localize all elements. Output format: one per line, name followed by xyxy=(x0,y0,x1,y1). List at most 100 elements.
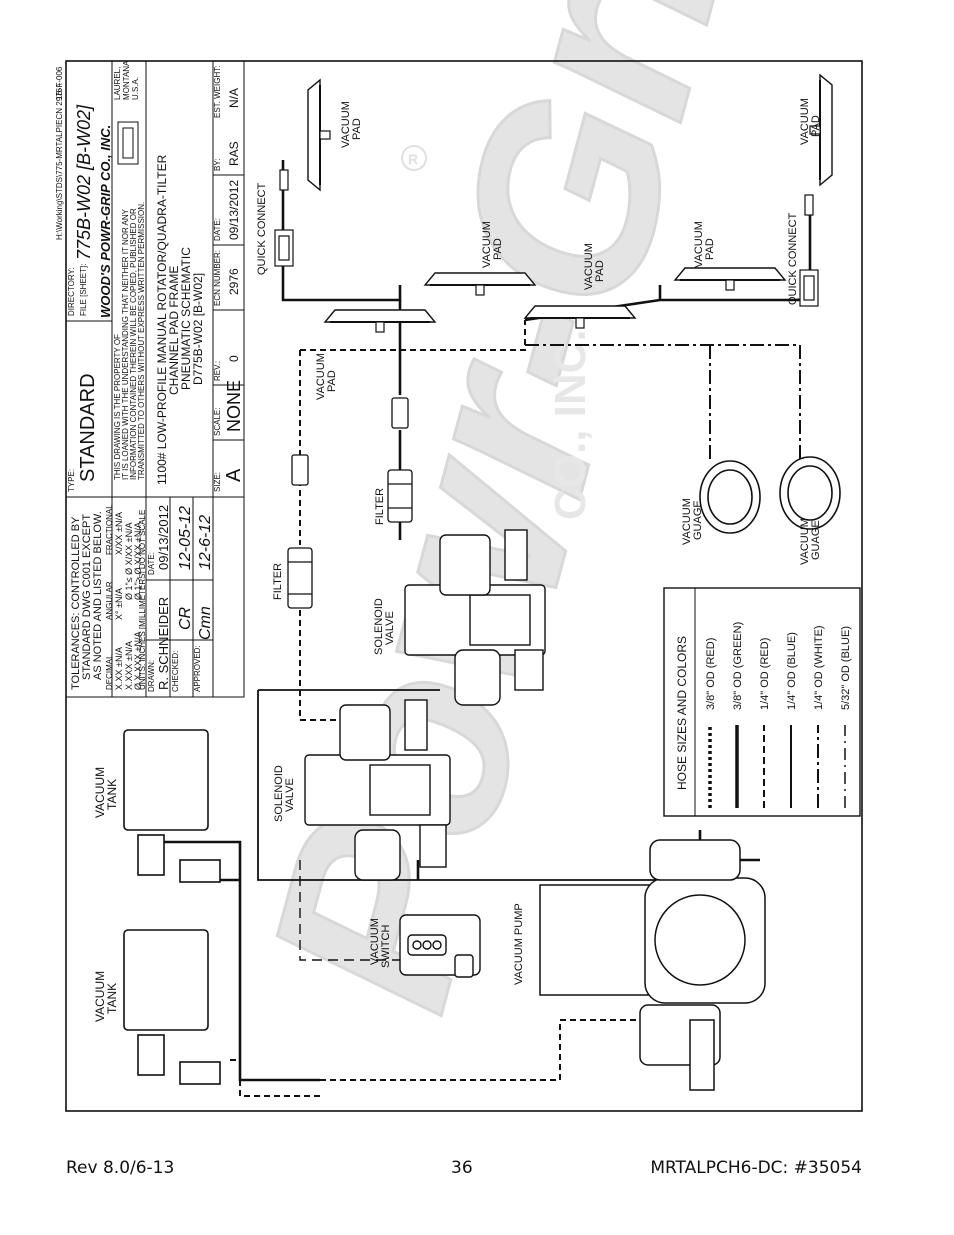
label-vacuum-gauge: GUAGE xyxy=(692,500,704,540)
file-path-text: H:\Working\STDS\775-MRTALPIECN 2976 \ xyxy=(55,83,64,240)
hose-legend: HOSE SIZES AND COLORS 3/8" OD (RED) 3/8"… xyxy=(663,587,861,817)
label-vacuum-pad: VACUUM xyxy=(799,98,811,145)
legend-title: HOSE SIZES AND COLORS xyxy=(675,636,689,790)
label-solenoid-valve: SOLENOID xyxy=(373,598,385,655)
size-value: A xyxy=(223,468,245,482)
tol-cell: Ø 1"≤ Ø X/XX ±N/A xyxy=(124,522,134,600)
label-vacuum-pad: VACUUM xyxy=(315,353,327,400)
label-vacuum-pad: PAD xyxy=(492,238,504,260)
property-note: TRANSMITTED TO OTHERS WITHOUT EXPRESS WR… xyxy=(137,202,146,480)
vacuum-pump xyxy=(539,839,766,1091)
property-note: THIS DRAWING IS THE PROPERTY OF xyxy=(113,334,122,480)
vacuum-pad xyxy=(307,79,331,191)
label-vacuum-pad: VACUUM xyxy=(481,221,493,268)
by-label: BY: xyxy=(213,159,222,171)
tol-cell: X.XX ±N/A xyxy=(114,647,124,690)
component-labels: VACUUM PAD VACUUM PAD VACUUM PAD VACUUM … xyxy=(93,98,822,1022)
approved-label: APPROVED: xyxy=(193,645,202,692)
label-vacuum-pad: VACUUM xyxy=(693,221,705,268)
date-label: DATE: xyxy=(147,552,156,575)
file-label: FILE [SHEET]: xyxy=(79,264,88,316)
by-value: RAS xyxy=(227,141,241,166)
label-filter: FILTER xyxy=(272,563,284,600)
approved-signature: Cmn xyxy=(197,606,214,640)
legend-samples xyxy=(708,725,846,808)
company-name: WOOD'S POWR-GRIP CO., INC. xyxy=(98,125,113,318)
location-line: U.S.A. xyxy=(131,77,140,100)
property-note: INFORMATION CONTAINED THEREIN WILL BE CO… xyxy=(129,208,138,480)
label-vacuum-switch: SWITCH xyxy=(380,925,392,968)
vacuum-switch xyxy=(399,914,481,978)
tol-header-fractional: FRACTIONAL xyxy=(105,504,114,555)
legend-item-label: 1/4" OD (BLUE) xyxy=(786,632,798,710)
title-block xyxy=(65,60,245,698)
type-value: STANDARD xyxy=(77,373,99,482)
directory-label: DIRECTORY: xyxy=(67,267,76,316)
property-note: IT IS LOANED WITH THE UNDERSTANDING THAT… xyxy=(121,208,130,480)
label-vacuum-pad: PAD xyxy=(810,115,822,137)
tol-header-angular: ANGULAR xyxy=(105,581,114,620)
drawn-label: DRAWN: xyxy=(147,660,156,692)
drawing-title-line-1: 1100# LOW-PROFILE MANUAL ROTATOR/QUADRA-… xyxy=(155,154,169,485)
location-line: MONTANA xyxy=(122,60,131,100)
page-number: 36 xyxy=(451,1158,473,1178)
quick-connect xyxy=(274,169,819,307)
approved-date: 12-6-12 xyxy=(197,515,214,570)
page-footer: Rev 8.0/6-13 36 MRTALPCH6-DC: #35054 xyxy=(0,1150,954,1190)
label-vacuum-tank: TANK xyxy=(105,983,119,1014)
solenoid-valve xyxy=(404,529,546,706)
label-vacuum-gauge: VACUUM xyxy=(799,518,811,565)
ecn-value: 2976 xyxy=(227,268,241,295)
ecn-label: ECN NUMBER: xyxy=(213,250,222,306)
tol-cell: X/XX ±N/A xyxy=(114,512,124,555)
location-line: LAUREL, xyxy=(113,67,122,100)
tol-cell: Ø 1"> Ø X/XX ±N/A xyxy=(133,522,143,600)
scale-value: NONE xyxy=(224,380,244,432)
units-note: UNITS: INCHES [MILLIMETERS] DO NOT SCALE xyxy=(138,510,147,690)
label-filter: FILTER xyxy=(374,488,386,525)
label-vacuum-tank: VACUUM xyxy=(93,971,107,1022)
solenoid-valve xyxy=(304,699,451,881)
sheet-id-text: 1B-F-006 xyxy=(55,66,64,100)
label-vacuum-switch: VACUUM xyxy=(369,918,381,965)
checked-signature: CR xyxy=(177,606,194,630)
legend-item-label: 1/4" OD (WHITE) xyxy=(813,625,825,710)
label-solenoid-valve: VALVE xyxy=(384,611,396,645)
type-label: TYPE: xyxy=(67,469,76,492)
checked-date: 12-05-12 xyxy=(177,506,194,570)
label-vacuum-pad: VACUUM xyxy=(340,101,352,148)
vacuum-gauge xyxy=(699,456,841,534)
label-vacuum-tank: VACUUM xyxy=(93,767,107,818)
date2-value: 09/13/2012 xyxy=(227,180,241,240)
label-quick-connect: QUICK CONNECT xyxy=(256,182,268,275)
drawing-title-line-4: D775B-W02 [B-W02] xyxy=(191,273,205,385)
vacuum-tank xyxy=(123,729,221,1085)
label-solenoid-valve: VALVE xyxy=(284,778,296,812)
date-value: 09/13/2012 xyxy=(156,505,171,570)
tolerance-line-2: STANDARD DWG C001 EXCEPT xyxy=(81,514,93,680)
weight-label: EST. WEIGHT: xyxy=(213,66,222,118)
svg-text:R: R xyxy=(408,151,418,167)
svg-text:CO., INC.: CO., INC. xyxy=(546,329,595,520)
tolerance-line-1: TOLERANCES: CONTROLLED BY xyxy=(70,516,82,690)
schematic-sheet: Powr-Grip CO., INC. R H:\Working\STDS\77… xyxy=(55,0,863,1112)
drawing-number: 775B-W02 [B-W02] xyxy=(74,104,94,260)
label-vacuum-gauge: VACUUM xyxy=(681,498,693,545)
checked-label: CHECKED: xyxy=(171,651,180,692)
label-vacuum-pad: PAD xyxy=(594,260,606,282)
label-vacuum-pad: PAD xyxy=(351,118,363,140)
filter xyxy=(287,397,413,609)
tol-cell: X° ±N/A xyxy=(114,588,124,620)
legend-item-label: 1/4" OD (RED) xyxy=(759,638,771,710)
legend-item-label: 3/8" OD (GREEN) xyxy=(732,622,744,710)
label-vacuum-pad: VACUUM xyxy=(583,243,595,290)
tolerance-line-3: AS NOTED AND LISTED BELOW. xyxy=(92,511,104,680)
label-vacuum-pump: VACUUM PUMP xyxy=(513,903,525,985)
drawing-title-line-3: PNEUMATIC SCHEMATIC xyxy=(179,247,193,390)
label-quick-connect: QUICK CONNECT xyxy=(787,212,799,305)
revision-text: Rev 8.0/6-13 xyxy=(66,1158,175,1178)
company-logo xyxy=(117,121,139,165)
label-vacuum-pad: PAD xyxy=(704,238,716,260)
label-solenoid-valve: SOLENOID xyxy=(273,765,285,822)
tol-cell: Ø X.XXX ±N/A xyxy=(133,632,143,690)
